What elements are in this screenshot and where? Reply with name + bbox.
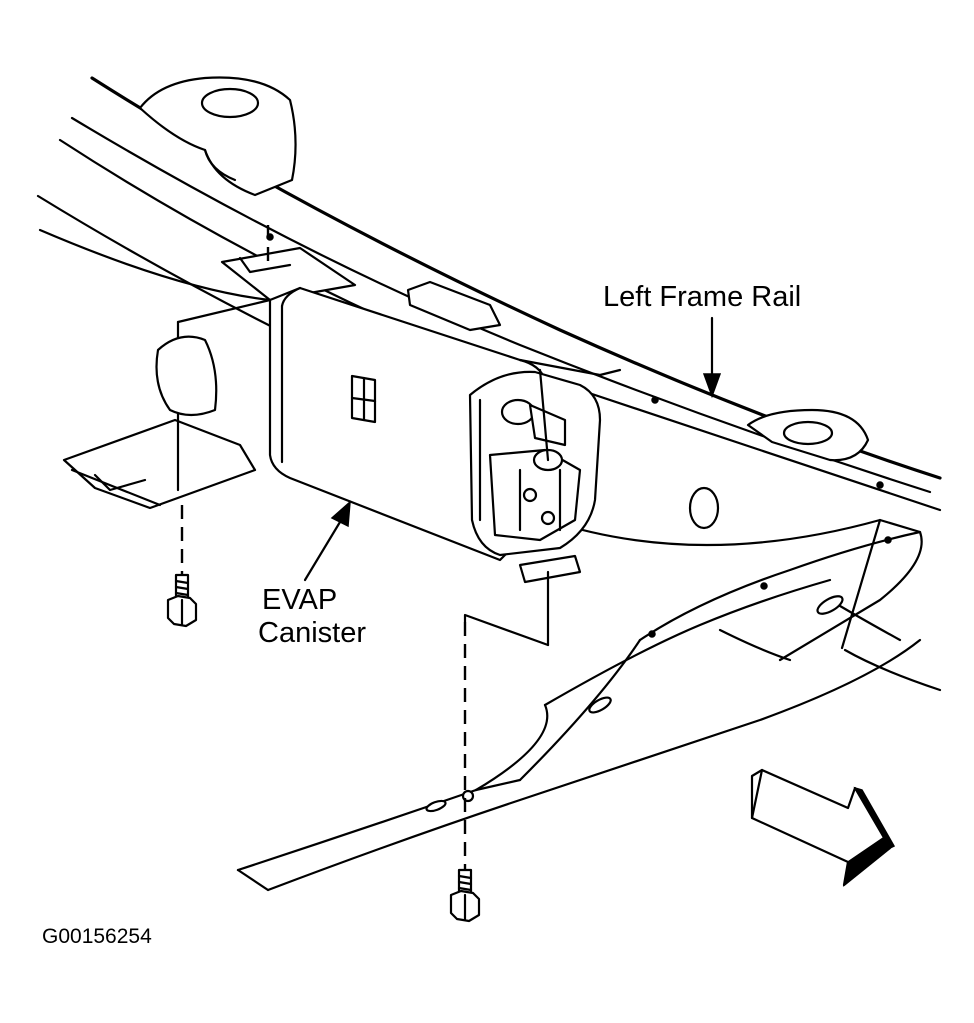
- canister-label-line2: Canister: [258, 617, 366, 649]
- canister-valve-assembly: [468, 358, 622, 584]
- canister-leader-arrow: [303, 500, 351, 582]
- front-direction-arrow-icon: [750, 768, 896, 887]
- frame-rail-leader-arrow: [702, 316, 722, 399]
- canister-label-line1: EVAP: [262, 584, 338, 616]
- lower-cross-member: [236, 518, 942, 892]
- canister-bracket: [62, 246, 357, 510]
- frame-rail-label: Left Frame Rail: [603, 281, 802, 313]
- bolt-icon: [166, 225, 274, 628]
- figure-id: G00156254: [42, 925, 152, 948]
- bolt-icon: [449, 570, 550, 923]
- left-frame-rail: [36, 76, 942, 530]
